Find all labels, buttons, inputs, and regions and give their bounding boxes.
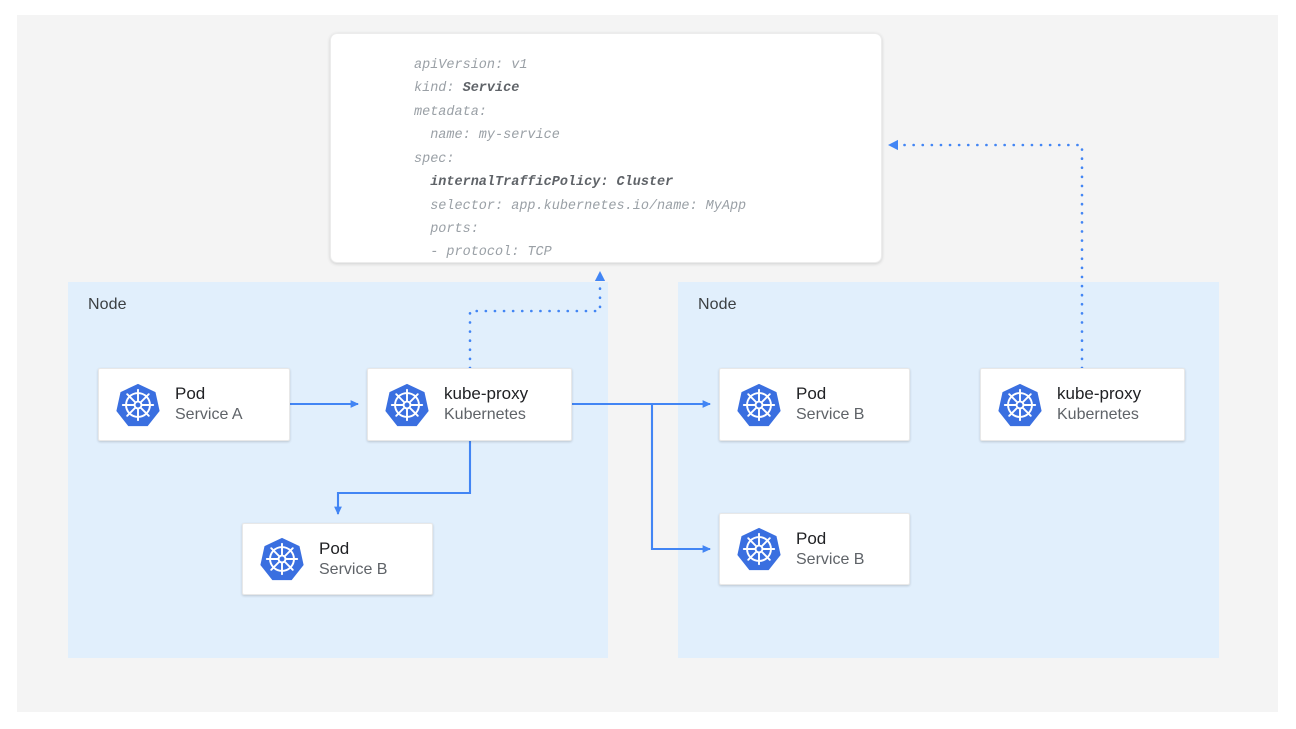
- kubernetes-icon: [997, 382, 1043, 428]
- card-title: kube-proxy: [444, 384, 529, 404]
- node-container-right: Node: [678, 282, 1219, 658]
- card-subtitle: Kubernetes: [444, 406, 526, 424]
- card-pod-service-b-left[interactable]: Pod Service B: [242, 523, 433, 595]
- card-kube-proxy-right[interactable]: kube-proxy Kubernetes: [980, 368, 1185, 441]
- card-title: Pod: [175, 384, 206, 404]
- node-container-left: Node: [68, 282, 608, 658]
- service-manifest-code: apiVersion: v1 kind: Service metadata: n…: [414, 58, 747, 261]
- card-subtitle: Kubernetes: [1057, 406, 1139, 424]
- card-subtitle: Service B: [796, 550, 865, 568]
- kubernetes-icon: [736, 382, 782, 428]
- card-title: kube-proxy: [1057, 384, 1142, 404]
- card-subtitle: Service A: [175, 406, 243, 424]
- kubernetes-icon: [259, 536, 305, 582]
- card-title: Pod: [796, 528, 827, 548]
- card-pod-service-a[interactable]: Pod Service A: [98, 368, 290, 441]
- card-title: Pod: [319, 538, 350, 558]
- card-subtitle: Service B: [796, 406, 865, 424]
- node-label-right: Node: [698, 296, 737, 313]
- card-title: Pod: [796, 384, 827, 404]
- card-pod-service-b-right-bottom[interactable]: Pod Service B: [719, 513, 910, 585]
- kubernetes-icon: [115, 382, 161, 428]
- service-manifest-panel: apiVersion: v1 kind: Service metadata: n…: [330, 33, 882, 263]
- card-subtitle: Service B: [319, 560, 388, 578]
- card-pod-service-b-right-top[interactable]: Pod Service B: [719, 368, 910, 441]
- kubernetes-icon: [384, 382, 430, 428]
- node-label-left: Node: [88, 296, 127, 313]
- card-kube-proxy-left[interactable]: kube-proxy Kubernetes: [367, 368, 572, 441]
- kubernetes-icon: [736, 526, 782, 572]
